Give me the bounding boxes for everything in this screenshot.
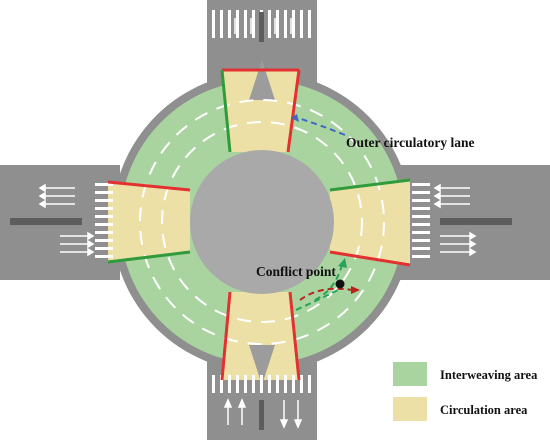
crosswalks <box>95 10 430 393</box>
legend-swatch-interweaving <box>393 362 427 386</box>
circulation-area-west <box>108 182 190 262</box>
splitter-north <box>249 60 275 100</box>
lane-markings <box>139 99 385 345</box>
green-boundary-lines <box>107 69 411 264</box>
legend: Interweaving area Circulation area <box>393 362 538 421</box>
red-arrowhead <box>351 286 360 294</box>
legend-swatch-circulation <box>393 397 427 421</box>
red-boundary-lines <box>107 68 411 381</box>
east-arrows-inbound <box>433 183 470 209</box>
medians <box>10 12 512 430</box>
legend-label-interweaving: Interweaving area <box>440 368 538 382</box>
crosswalk-north <box>212 10 311 38</box>
red-flow-arrow <box>299 287 353 301</box>
east-arrows-outbound <box>440 231 477 257</box>
splitter-islands <box>249 60 275 385</box>
green-flow-arrow-2 <box>295 289 339 311</box>
green-flow-arrow-1 <box>314 264 343 301</box>
south-arrows <box>223 398 303 429</box>
green-arrowhead-1 <box>338 258 347 268</box>
west-arrows-outbound <box>60 231 95 257</box>
crosswalk-south <box>212 375 311 393</box>
circulation-area-north <box>222 70 299 152</box>
west-arrows-inbound <box>38 183 75 209</box>
conflict-point-label: Conflict point <box>256 264 336 279</box>
blue-arrowhead <box>291 114 299 122</box>
outer-lane-label: Outer circulatory lane <box>346 135 474 150</box>
legend-label-circulation: Circulation area <box>440 403 528 417</box>
flow-arrows <box>291 114 360 311</box>
north-arrows <box>234 18 292 34</box>
circulation-areas <box>108 70 410 380</box>
circulation-area-east <box>330 180 410 265</box>
circulation-area-south <box>222 292 299 380</box>
crosswalk-east <box>412 183 430 258</box>
lane-arrows <box>38 18 477 429</box>
crosswalk-west <box>95 183 113 258</box>
central-island <box>190 150 334 294</box>
conflict-point-dot <box>335 279 345 289</box>
blue-flow-arrow <box>297 117 346 136</box>
splitter-south <box>249 345 275 385</box>
